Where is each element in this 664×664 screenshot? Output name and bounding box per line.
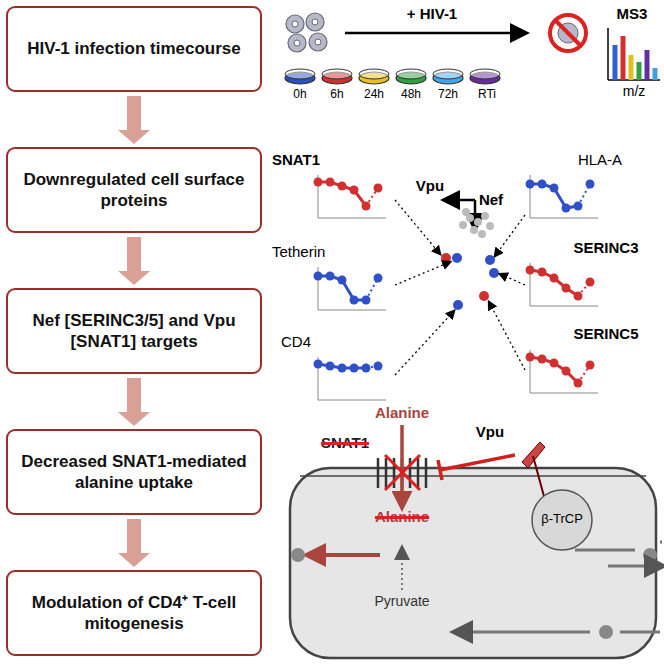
label: Nef — [479, 192, 503, 209]
plot-dot — [326, 362, 335, 371]
plot-line — [318, 276, 366, 300]
label: 24h — [364, 88, 384, 101]
process-box: Downregulated cell surface proteins — [6, 147, 262, 233]
plot-dot — [362, 296, 371, 305]
arrow-head — [118, 553, 150, 567]
box-text: Decreased SNAT1-mediated alanine uptake — [18, 451, 250, 494]
plot-dot — [550, 184, 559, 193]
label: CD4 — [281, 334, 311, 351]
plot-dot — [574, 202, 583, 211]
label: + HIV-1 — [407, 6, 457, 23]
plot-dot — [586, 278, 595, 287]
plot-dot — [550, 359, 559, 368]
plot-dot — [538, 355, 547, 364]
label: 6h — [330, 88, 343, 101]
label: SNAT1 — [321, 435, 369, 452]
arrow-head — [118, 271, 150, 285]
plot-dot — [350, 296, 359, 305]
plot-axes — [530, 263, 598, 306]
plot-dot — [338, 182, 347, 191]
plot-dot — [350, 186, 359, 195]
plot-dot — [562, 204, 571, 213]
plot-dot — [314, 272, 323, 281]
label: MS3 — [617, 6, 648, 23]
plot-dot — [362, 202, 371, 211]
box-text: Modulation of CD4⁺ T-cell mitogenesis — [18, 592, 250, 635]
plot-dot — [350, 364, 359, 373]
arrow-shaft — [127, 378, 141, 412]
plot-axes — [318, 267, 386, 310]
culture-dish — [285, 69, 315, 79]
plot-dot — [374, 274, 383, 283]
plot-dot — [326, 178, 335, 187]
plot-dot — [562, 367, 571, 376]
plot-dot — [526, 180, 535, 189]
plot-dot — [526, 266, 535, 275]
process-box: Decreased SNAT1-mediated alanine uptake — [6, 429, 262, 515]
plot-dot — [374, 184, 383, 193]
box-text: Nef [SERINC3/5] and Vpu [SNAT1] targets — [18, 310, 250, 353]
culture-dish — [322, 69, 352, 79]
plot-dot — [550, 274, 559, 283]
plot-axes — [318, 357, 386, 400]
arrow-shaft — [127, 519, 141, 553]
label: Alanine — [375, 405, 429, 422]
plot-dot — [326, 272, 335, 281]
plot-dot — [574, 379, 583, 388]
label: 48h — [401, 88, 421, 101]
process-box: HIV-1 infection timecourse — [6, 6, 262, 92]
plot-dot — [314, 360, 323, 369]
label: 72h — [438, 88, 458, 101]
plot-dot — [314, 178, 323, 187]
box-text: HIV-1 infection timecourse — [27, 38, 241, 59]
plot-dot — [526, 353, 535, 362]
culture-dish — [396, 69, 426, 79]
label: Pyruvate — [374, 594, 429, 609]
arrow-head — [118, 412, 150, 426]
label: m/z — [623, 84, 646, 99]
plot-axes — [530, 350, 598, 393]
label: β-TrCP — [541, 512, 583, 526]
plot-dot — [362, 364, 371, 373]
flow-arrow — [118, 96, 150, 144]
culture-dish — [470, 69, 500, 79]
plot-dot — [574, 292, 583, 301]
label: 0h — [293, 88, 306, 101]
plot-dot — [586, 180, 595, 189]
plot-axes — [318, 175, 386, 218]
plot-dot — [338, 276, 347, 285]
plot-axes — [530, 175, 598, 218]
label: SERINC3 — [573, 240, 638, 257]
culture-dish — [359, 69, 389, 79]
plot-dot — [538, 180, 547, 189]
plot-line — [530, 270, 578, 296]
arrow-shaft — [127, 237, 141, 271]
box-text: Downregulated cell surface proteins — [18, 169, 250, 212]
label: HLA-A — [578, 152, 622, 169]
flow-arrow — [118, 237, 150, 285]
label: Vpu — [476, 424, 504, 441]
label: Vpu — [416, 178, 444, 195]
process-box: Nef [SERINC3/5] and Vpu [SNAT1] targets — [6, 288, 262, 374]
label: Alanine — [375, 509, 429, 526]
process-box: Modulation of CD4⁺ T-cell mitogenesis — [6, 570, 262, 656]
plot-line — [530, 357, 578, 383]
culture-dish — [433, 69, 463, 79]
plot-dot — [586, 361, 595, 370]
plot-dot — [374, 362, 383, 371]
label: SERINC5 — [573, 326, 638, 343]
label: RTi — [478, 88, 496, 101]
flow-arrow — [118, 378, 150, 426]
plot-dot — [562, 284, 571, 293]
label: Tetherin — [272, 244, 325, 261]
plot-line — [318, 182, 366, 206]
plot-dot — [538, 268, 547, 277]
arrow-head — [118, 130, 150, 144]
arrow-shaft — [127, 96, 141, 130]
flow-arrow — [118, 519, 150, 567]
plot-line — [530, 184, 578, 208]
label: SNAT1 — [272, 152, 320, 169]
plot-dot — [338, 364, 347, 373]
